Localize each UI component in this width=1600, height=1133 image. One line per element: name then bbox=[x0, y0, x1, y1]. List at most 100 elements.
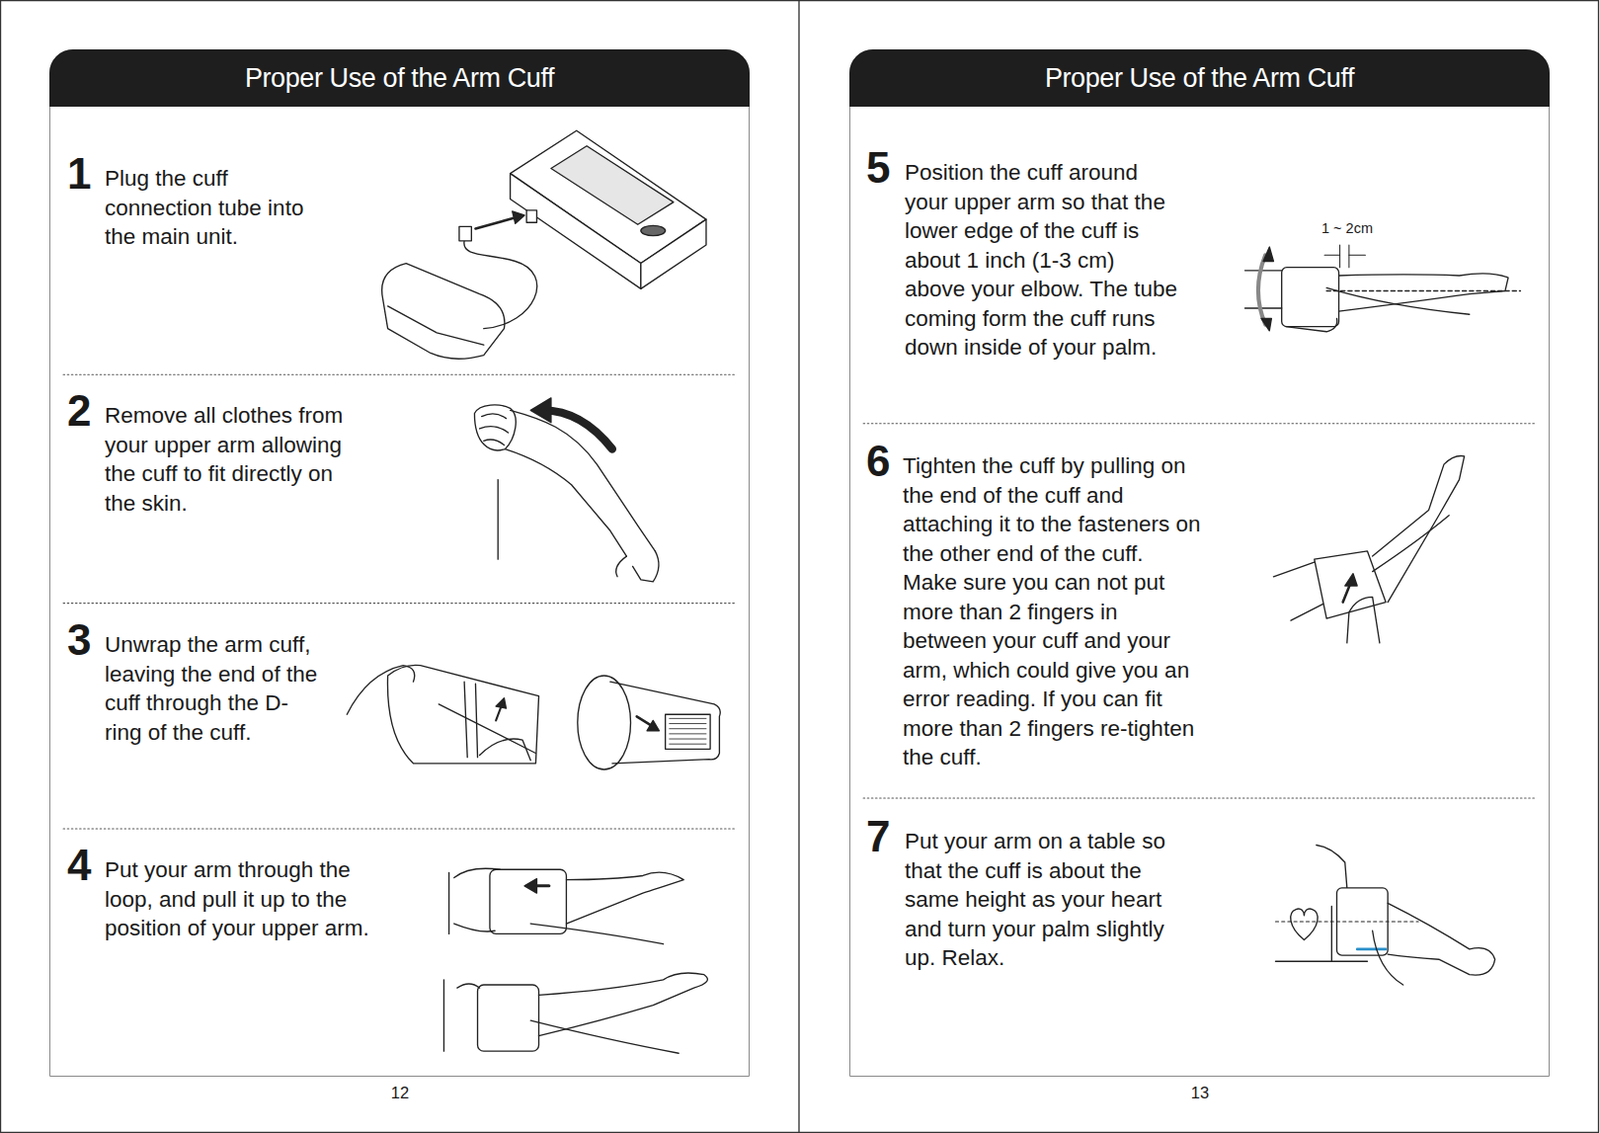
step-text: Remove all clothes from your upper arm a… bbox=[104, 400, 368, 518]
monitor-illustration-part bbox=[526, 210, 537, 223]
monitor-illustration-part bbox=[551, 146, 674, 226]
step-text: Unwrap the arm cuff, leaving the end of … bbox=[104, 630, 324, 747]
dimension-label: 1 ~ 2cm bbox=[1319, 220, 1375, 237]
arm-illustration-part bbox=[497, 480, 499, 560]
dotted-separator-part bbox=[863, 797, 1537, 799]
arm-position-illustration-part bbox=[1348, 244, 1350, 268]
tighten-illustration-part bbox=[1372, 515, 1449, 572]
panel-title: Proper Use of the Arm Cuff bbox=[1044, 63, 1355, 94]
monitor-illustration bbox=[382, 130, 707, 359]
tighten-illustration-part bbox=[1345, 573, 1358, 586]
cuff-illustration-part bbox=[665, 714, 711, 749]
arm-position-illustration-part bbox=[1349, 254, 1366, 256]
arm-illustration-part bbox=[480, 413, 509, 446]
step-number: 2 bbox=[67, 389, 91, 433]
monitor-illustration-part bbox=[475, 217, 516, 229]
instruction-step: 7 Put your arm on a table so that the cuf… bbox=[866, 814, 1176, 977]
arm-position-illustration bbox=[1245, 244, 1521, 332]
arm-cuff-illustration-part bbox=[489, 869, 566, 934]
step-number: 4 bbox=[67, 843, 91, 887]
table-illustration-part bbox=[1276, 920, 1420, 922]
instruction-panel: Proper Use of the Arm Cuff 5Position the … bbox=[849, 49, 1550, 1077]
page-number: 13 bbox=[1189, 1083, 1211, 1103]
cuff-illustration-part bbox=[646, 720, 659, 730]
dotted-separator bbox=[63, 374, 1537, 829]
arm-illustration-part bbox=[616, 551, 659, 582]
step-text: Put your arm through the loop, and pull … bbox=[104, 855, 378, 944]
step-number: 6 bbox=[866, 439, 890, 483]
arm-illustration bbox=[474, 398, 659, 582]
cuff-illustration-part bbox=[577, 675, 632, 770]
arm-cuff-illustration-part bbox=[530, 1020, 679, 1053]
cuff-illustration-part bbox=[346, 665, 414, 716]
tighten-illustration bbox=[1273, 455, 1464, 642]
step-number: 7 bbox=[866, 814, 890, 859]
page-number: 12 bbox=[389, 1083, 411, 1103]
tighten-illustration-part bbox=[1372, 455, 1465, 602]
instruction-step: 2 Remove all clothes from your upper arm … bbox=[67, 389, 372, 522]
arm-position-illustration-part bbox=[1258, 254, 1266, 324]
arm-cuff-illustration-part bbox=[478, 984, 540, 1051]
header-bar: Proper Use of the Arm Cuff bbox=[849, 49, 1550, 107]
cuff-illustration-part bbox=[480, 738, 532, 761]
arm-position-illustration-part bbox=[1326, 290, 1520, 292]
cuff-illustration-part bbox=[495, 698, 506, 709]
instruction-step: 5Position the cuff around your upper arm… bbox=[866, 146, 1184, 367]
arm-illustration-part bbox=[543, 409, 613, 449]
dotted-separator-part bbox=[63, 827, 737, 829]
step-text: Tighten the cuff by pulling on the end o… bbox=[902, 451, 1201, 773]
step-number: 1 bbox=[67, 152, 91, 196]
arm-illustration-part bbox=[510, 409, 656, 552]
arm-position-illustration-part bbox=[1326, 287, 1470, 315]
arm-position-illustration-part bbox=[1339, 244, 1341, 268]
cuff-illustration-part bbox=[610, 681, 720, 764]
cuff-illustration-part bbox=[669, 718, 707, 744]
tighten-illustration-part bbox=[1314, 551, 1386, 619]
arm-position-illustration-part bbox=[1339, 273, 1510, 312]
step-number: 3 bbox=[67, 618, 91, 662]
arm-illustration-part bbox=[530, 398, 552, 423]
instruction-step: 4 Put your arm through the loop, and pull… bbox=[67, 843, 382, 948]
dotted-separator-part bbox=[63, 374, 737, 376]
dotted-separator-part bbox=[863, 422, 1537, 424]
arm-position-illustration-part bbox=[1245, 270, 1282, 309]
header-bar: Proper Use of the Arm Cuff bbox=[49, 49, 750, 107]
arm-cuff-illustration-part bbox=[449, 868, 501, 934]
monitor-illustration-part bbox=[388, 306, 484, 345]
monitor-illustration-part bbox=[512, 211, 525, 224]
arm-position-illustration-part bbox=[1263, 246, 1274, 261]
table-illustration-part bbox=[1372, 930, 1404, 985]
step-text: Put your arm on a table so that the cuff… bbox=[904, 826, 1172, 973]
monitor-illustration-part bbox=[459, 226, 472, 240]
panel-title: Proper Use of the Arm Cuff bbox=[244, 63, 555, 94]
instruction-step: 1 Plug the cuff connection tube into the … bbox=[67, 152, 332, 256]
table-illustration-part bbox=[1387, 902, 1495, 975]
step-number: 5 bbox=[866, 146, 890, 190]
table-illustration-part bbox=[1290, 908, 1318, 941]
arm-illustration-part bbox=[474, 404, 516, 451]
cuff-illustration bbox=[346, 664, 720, 770]
page-frame-part bbox=[798, 0, 800, 1133]
step-text: Plug the cuff connection tube into the m… bbox=[104, 163, 328, 252]
monitor-illustration-part bbox=[640, 219, 707, 289]
arm-position-illustration-part bbox=[1261, 318, 1272, 330]
monitor-illustration-part bbox=[640, 225, 666, 236]
arm-position-illustration-part bbox=[1281, 267, 1340, 327]
dotted-separator-part bbox=[63, 602, 737, 604]
arm-cuff-illustration-part bbox=[530, 923, 663, 945]
arm-cuff-illustration-part bbox=[539, 972, 709, 1037]
cuff-illustration-part bbox=[464, 681, 478, 757]
arm-cuff-illustration-part bbox=[524, 879, 537, 893]
arm-illustration-part bbox=[504, 449, 627, 557]
cuff-illustration-part bbox=[387, 664, 539, 763]
arm-cuff-illustration-part bbox=[443, 979, 480, 1051]
table-illustration bbox=[1276, 844, 1496, 985]
instruction-step: 3 Unwrap the arm cuff, leaving the end of… bbox=[67, 618, 328, 751]
